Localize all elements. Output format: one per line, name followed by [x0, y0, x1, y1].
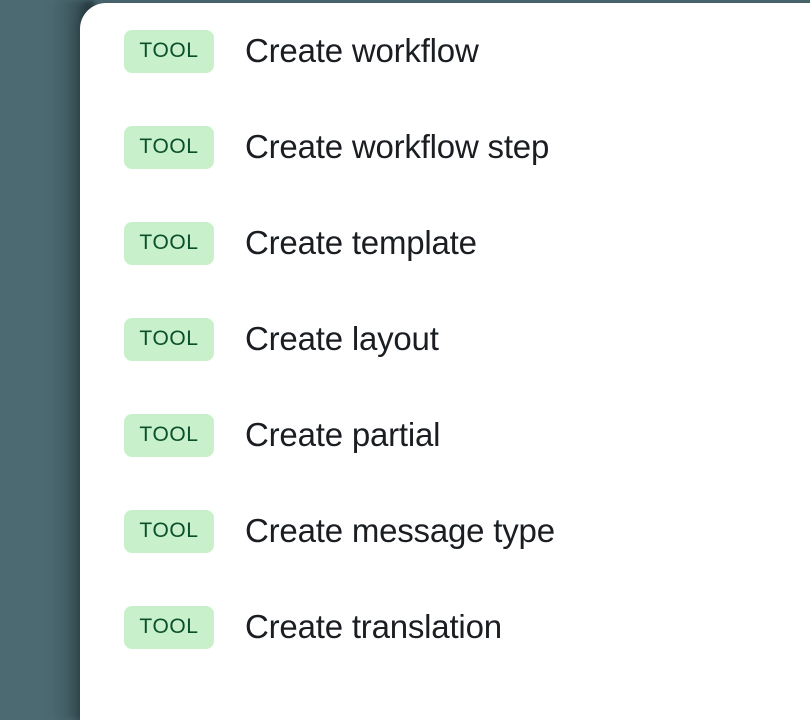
tool-type-badge: TOOL	[124, 605, 214, 649]
tool-name-label: Create message type	[245, 511, 555, 549]
list-item[interactable]: TOOL Create translation	[80, 579, 810, 675]
tool-type-badge: TOOL	[124, 125, 214, 169]
list-item[interactable]: TOOL Create message type	[80, 483, 810, 579]
tool-type-badge: TOOL	[124, 413, 214, 457]
list-item[interactable]: TOOL Create layout	[80, 291, 810, 387]
tool-list-panel: TOOL Create workflow TOOL Create workflo…	[80, 3, 810, 720]
tool-type-badge: TOOL	[124, 317, 214, 361]
tool-name-label: Create partial	[245, 415, 441, 453]
tool-name-label: Create workflow	[245, 31, 479, 69]
list-item[interactable]: TOOL Create partial	[80, 387, 810, 483]
tool-type-badge: TOOL	[124, 29, 214, 73]
tool-list: TOOL Create workflow TOOL Create workflo…	[80, 3, 810, 675]
tool-name-label: Create layout	[245, 319, 439, 357]
list-item[interactable]: TOOL Create workflow	[80, 3, 810, 99]
tool-name-label: Create translation	[245, 607, 502, 645]
tool-type-badge: TOOL	[124, 221, 214, 265]
list-item[interactable]: TOOL Create workflow step	[80, 99, 810, 195]
tool-name-label: Create workflow step	[245, 127, 550, 165]
tool-type-badge: TOOL	[124, 509, 214, 553]
tool-name-label: Create template	[245, 223, 477, 261]
list-item[interactable]: TOOL Create template	[80, 195, 810, 291]
